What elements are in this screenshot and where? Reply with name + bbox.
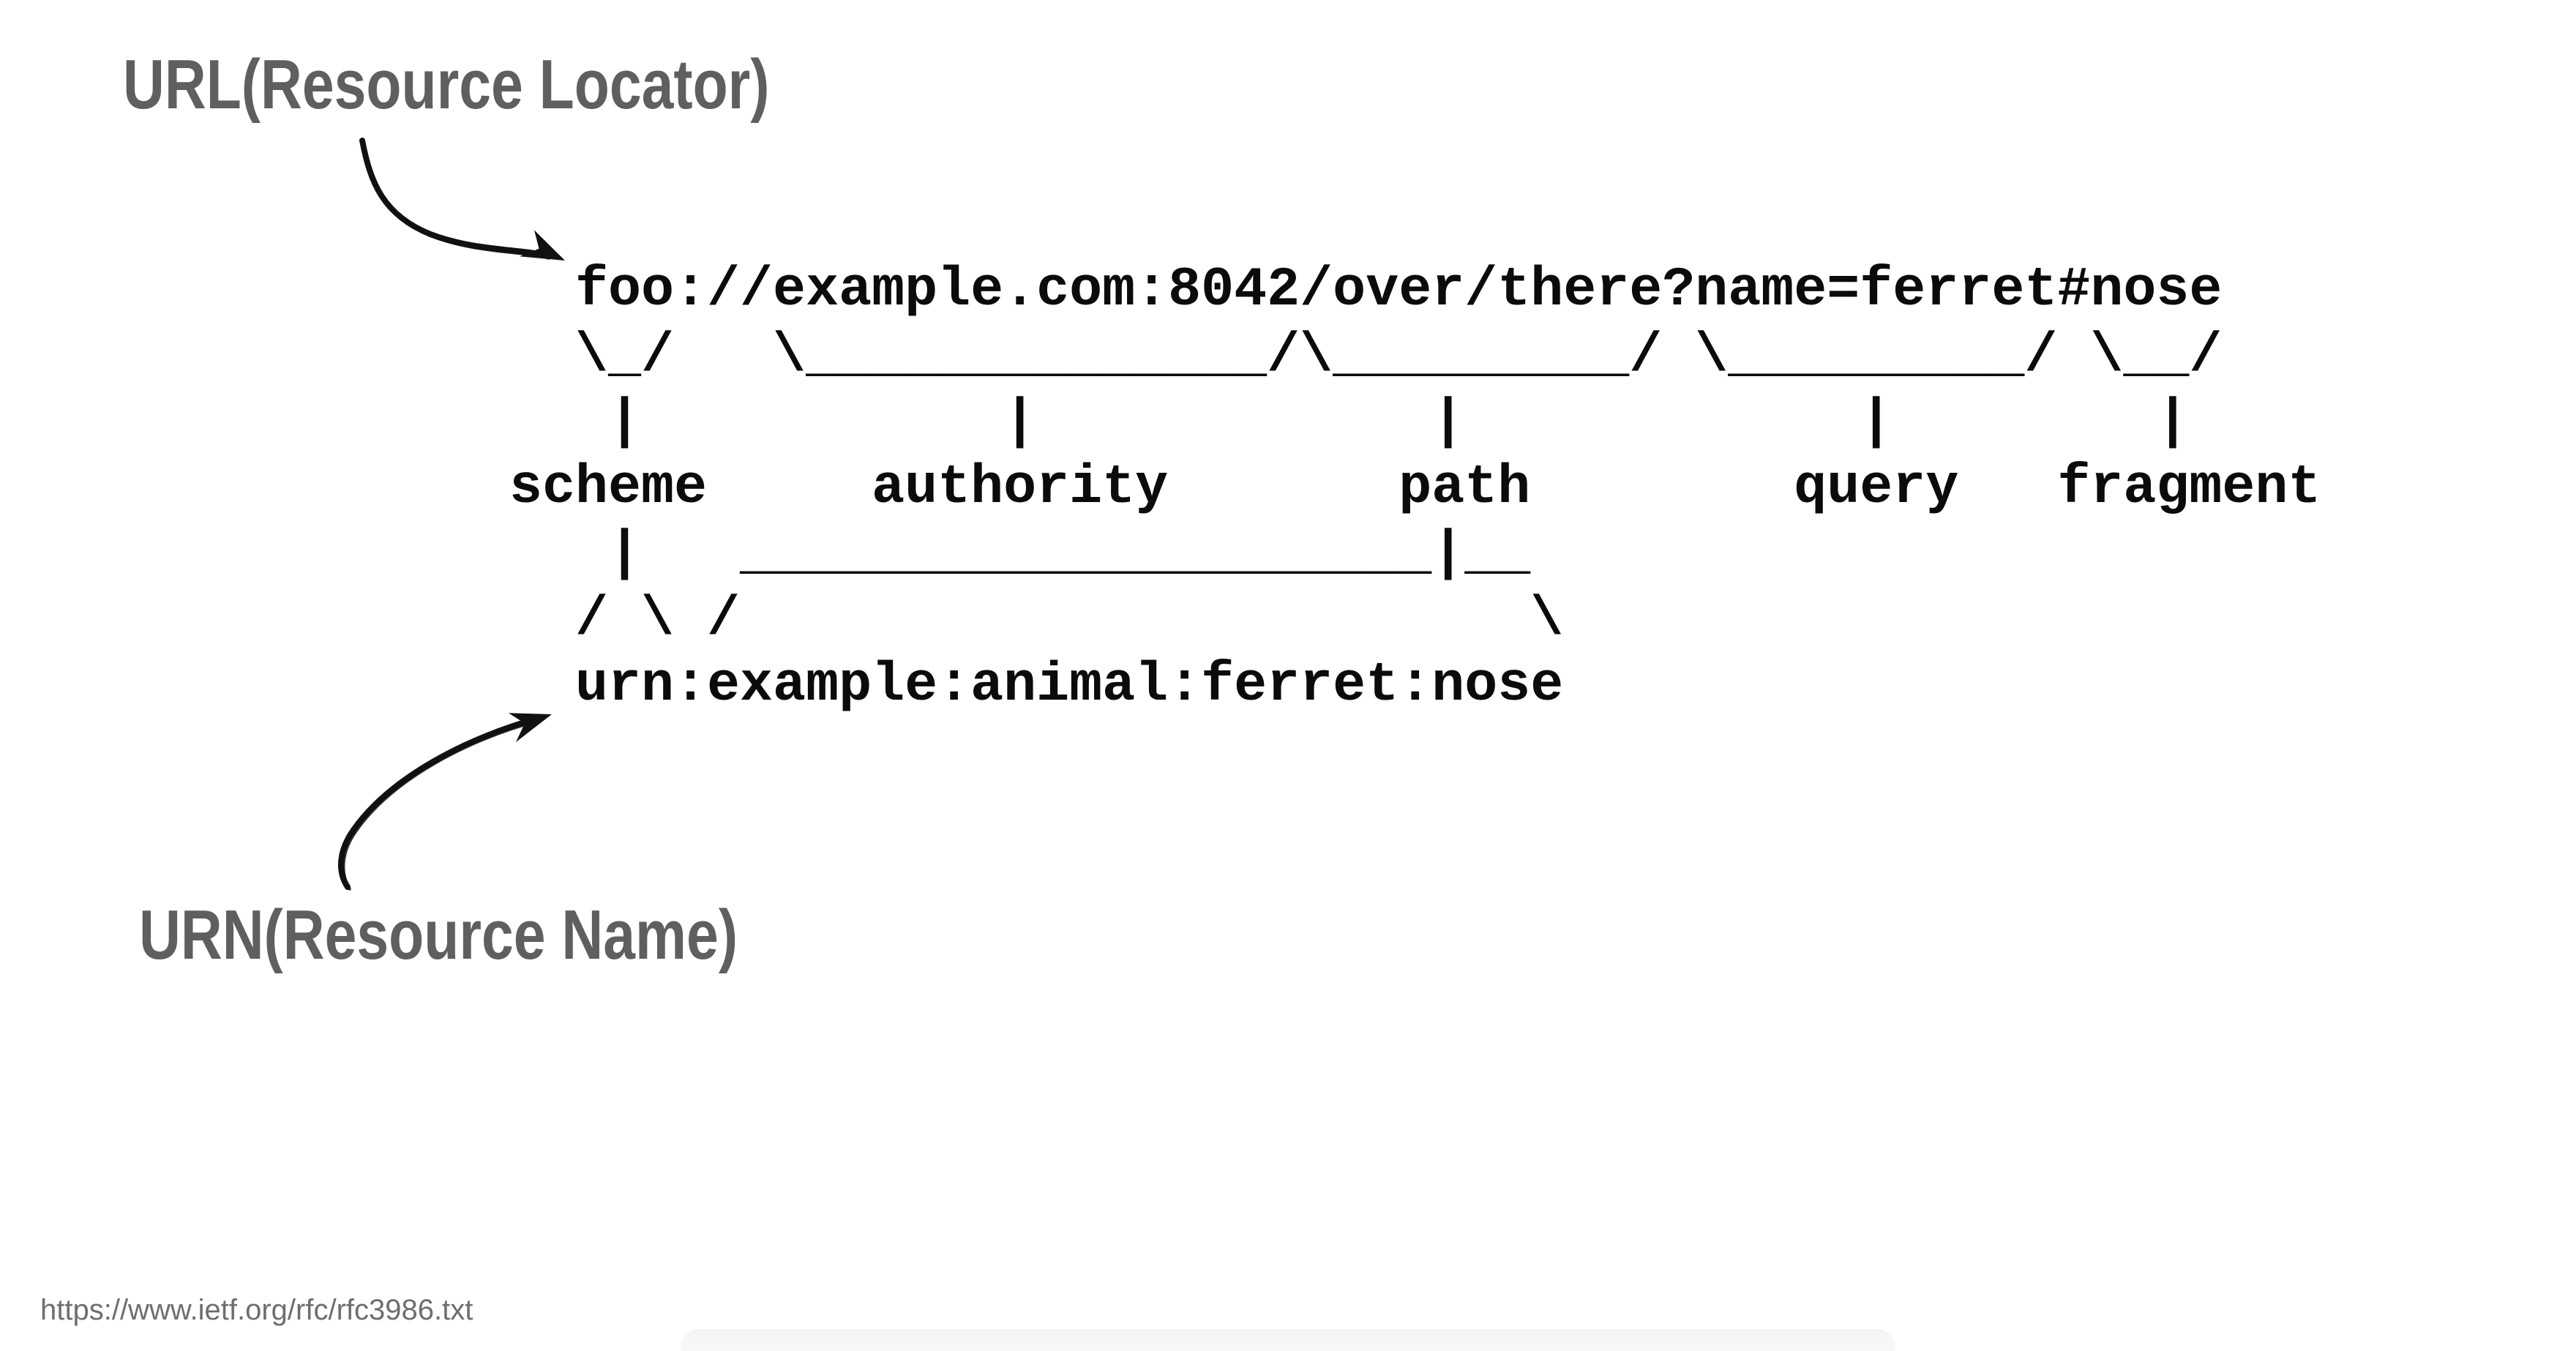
url-arrow-icon [359, 138, 565, 261]
urn-arrow-icon [338, 713, 552, 891]
bottom-sheet-edge [681, 1329, 1895, 1351]
urn-annotation-label: URN(Resource Name) [139, 896, 738, 974]
uri-ascii-diagram: foo://example.com:8042/over/there?name=f… [509, 259, 2321, 716]
source-link[interactable]: https://www.ietf.org/rfc/rfc3986.txt [40, 1294, 473, 1326]
url-annotation-label: URL(Resource Locator) [123, 45, 770, 124]
